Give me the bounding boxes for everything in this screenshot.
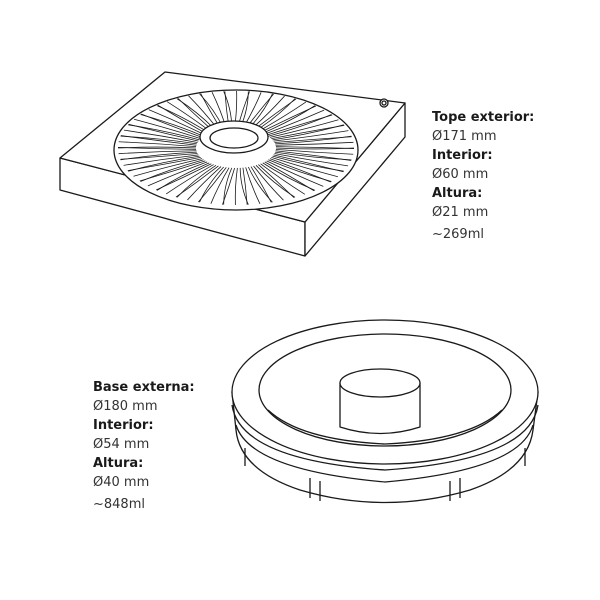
top-mold-drawing xyxy=(59,71,406,257)
petal-line xyxy=(147,161,208,187)
spec-label: Altura: xyxy=(93,456,144,471)
petal-line xyxy=(117,146,197,149)
petal-line xyxy=(133,158,203,177)
bottom-mold-post-top xyxy=(339,368,421,398)
petal-line xyxy=(156,162,210,191)
petal-line xyxy=(140,114,204,137)
bottom-mold-rim-edge xyxy=(231,404,539,471)
volume-value: ~848ml xyxy=(93,497,145,512)
petal-line xyxy=(120,135,197,145)
spec-value: Ø60 mm xyxy=(432,167,489,182)
petal-line xyxy=(128,155,200,172)
petal-line xyxy=(268,114,332,137)
petal-line xyxy=(234,167,238,206)
petal-line xyxy=(247,166,273,203)
petal-line xyxy=(245,167,261,204)
petal-line xyxy=(123,129,198,143)
petal-line xyxy=(264,109,325,135)
petal-line xyxy=(128,124,200,141)
petal-line xyxy=(260,163,306,195)
petal-line xyxy=(269,119,339,138)
bottom-mold-base-line xyxy=(235,424,534,483)
spec-label: Tope exterior: xyxy=(432,110,535,125)
petal-line xyxy=(118,150,197,155)
petal-line xyxy=(273,130,349,142)
petal-line xyxy=(275,148,354,155)
spec-label: Base externa: xyxy=(93,380,195,395)
petal-line xyxy=(176,164,217,198)
petal-line xyxy=(275,146,355,149)
petal-line xyxy=(274,153,349,167)
petal-line xyxy=(272,155,344,172)
petal-line xyxy=(272,124,344,141)
petal-line xyxy=(268,159,332,182)
top-mold-hole-inner xyxy=(381,100,387,106)
petal-line xyxy=(123,154,199,166)
spec-label: Interior: xyxy=(432,148,493,163)
spec-value: Ø40 mm xyxy=(93,475,150,490)
spec-label: Interior: xyxy=(93,418,154,433)
petal-line xyxy=(266,160,324,187)
volume-value: ~269ml xyxy=(432,227,484,242)
petal-line xyxy=(165,164,214,195)
flower-center-inner xyxy=(209,127,259,149)
top-mold-specs: Tope exterior: Ø171 mm Interior: Ø60 mm … xyxy=(432,108,534,244)
petal-line xyxy=(271,157,338,178)
spec-value: Ø180 mm xyxy=(93,399,158,414)
petal-line xyxy=(253,165,284,201)
spec-value: Ø171 mm xyxy=(432,129,497,144)
bottom-mold-drawing xyxy=(231,319,539,504)
petal-line xyxy=(199,166,224,203)
petal-line xyxy=(239,167,249,205)
petal-line xyxy=(262,105,316,134)
petal-line xyxy=(275,151,352,161)
petal-line xyxy=(134,118,201,139)
petal-line xyxy=(223,167,233,205)
petal-line xyxy=(140,159,204,182)
spec-value: Ø54 mm xyxy=(93,437,150,452)
petal-line xyxy=(255,165,296,198)
petal-line xyxy=(118,141,197,148)
petal-line xyxy=(275,135,352,145)
spec-label: Altura: xyxy=(432,186,483,201)
petal-line xyxy=(275,141,354,146)
bottom-mold-specs: Base externa: Ø180 mm Interior: Ø54 mm A… xyxy=(93,378,195,514)
petal-line xyxy=(120,151,197,161)
petal-line xyxy=(262,162,316,191)
petal-line xyxy=(187,166,222,201)
bottom-mold-ribs xyxy=(244,448,526,501)
spec-value: Ø21 mm xyxy=(432,205,489,220)
petal-line xyxy=(210,167,230,204)
bottom-mold-cavity-floor xyxy=(267,409,503,445)
